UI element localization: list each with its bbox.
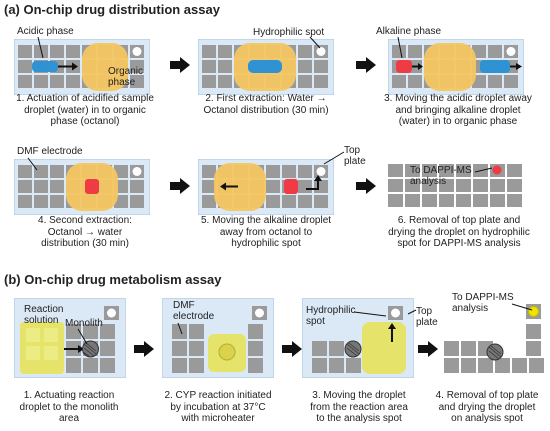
caption-a2: 2. First extraction: Water →Octanol dist… (203, 93, 329, 116)
pointer-line (353, 311, 387, 317)
pointer-line (474, 167, 493, 173)
section-a-title: (a) On-chip drug distribution assay (4, 2, 220, 17)
label-hydrophilic-spot: Hydrophilic spot (253, 27, 325, 38)
chip-a4 (14, 159, 150, 215)
pointer-line (323, 151, 345, 165)
chip-a1 (14, 39, 150, 95)
label-alkaline-phase: Alkaline phase (376, 26, 442, 37)
pointer-line (37, 36, 44, 59)
chip-a5 (198, 159, 334, 215)
section-b-title: (b) On-chip drug metabolism assay (4, 272, 222, 287)
label-dmf-electrode: DMF electrode (173, 300, 215, 322)
label-monolith: Monolith (65, 318, 103, 329)
step-arrow (282, 341, 302, 357)
dried-droplet (492, 165, 502, 175)
step-arrow (356, 57, 376, 73)
chip-b1 (14, 298, 126, 378)
chip-b4-no-top-plate (444, 304, 544, 373)
pointer-line (397, 36, 403, 59)
alkaline-droplet (284, 179, 298, 194)
label-reaction-solution: Reaction solution (24, 304, 64, 326)
step-arrow (134, 341, 154, 357)
chip-b3 (302, 298, 414, 378)
pointer-line (77, 328, 88, 345)
acidic-droplet (32, 61, 58, 72)
dried-droplet (528, 306, 539, 317)
pointer-line (309, 36, 321, 49)
label-to-dappi-ms: To DAPPI-MS analysis (410, 165, 472, 187)
alkaline-droplet (396, 60, 412, 73)
step-arrow (170, 57, 190, 73)
label-organic-phase: Organic phase (108, 66, 144, 88)
label-hydrophilic-spot: Hydrophilic spot (306, 305, 356, 327)
pointer-line (177, 322, 183, 335)
label-dmf-electrode: DMF electrode (17, 146, 83, 157)
label-top-plate: Top plate (344, 145, 366, 167)
step-arrow (356, 178, 376, 194)
alkaline-droplet (85, 179, 99, 194)
step-arrow (418, 341, 438, 357)
octanol-droplet (424, 43, 476, 91)
pointer-line (407, 309, 417, 315)
acidic-droplet (248, 60, 282, 73)
label-to-dappi-ms: To DAPPI-MS analysis (452, 292, 514, 314)
pointer-line (511, 303, 533, 311)
label-top-plate: Top plate (416, 306, 438, 328)
monolith (218, 343, 236, 361)
pointer-line (27, 157, 38, 171)
step-arrow (170, 178, 190, 194)
octanol-droplet (214, 163, 266, 211)
chip-a6-no-top-plate (388, 164, 522, 207)
octanol-droplet (82, 43, 128, 91)
chip-a3 (388, 39, 524, 95)
reaction-droplet (362, 322, 406, 374)
label-acidic-phase: Acidic phase (17, 26, 74, 37)
chip-a2 (198, 39, 334, 95)
chip-b2 (162, 298, 274, 378)
acidic-droplet (480, 60, 510, 73)
